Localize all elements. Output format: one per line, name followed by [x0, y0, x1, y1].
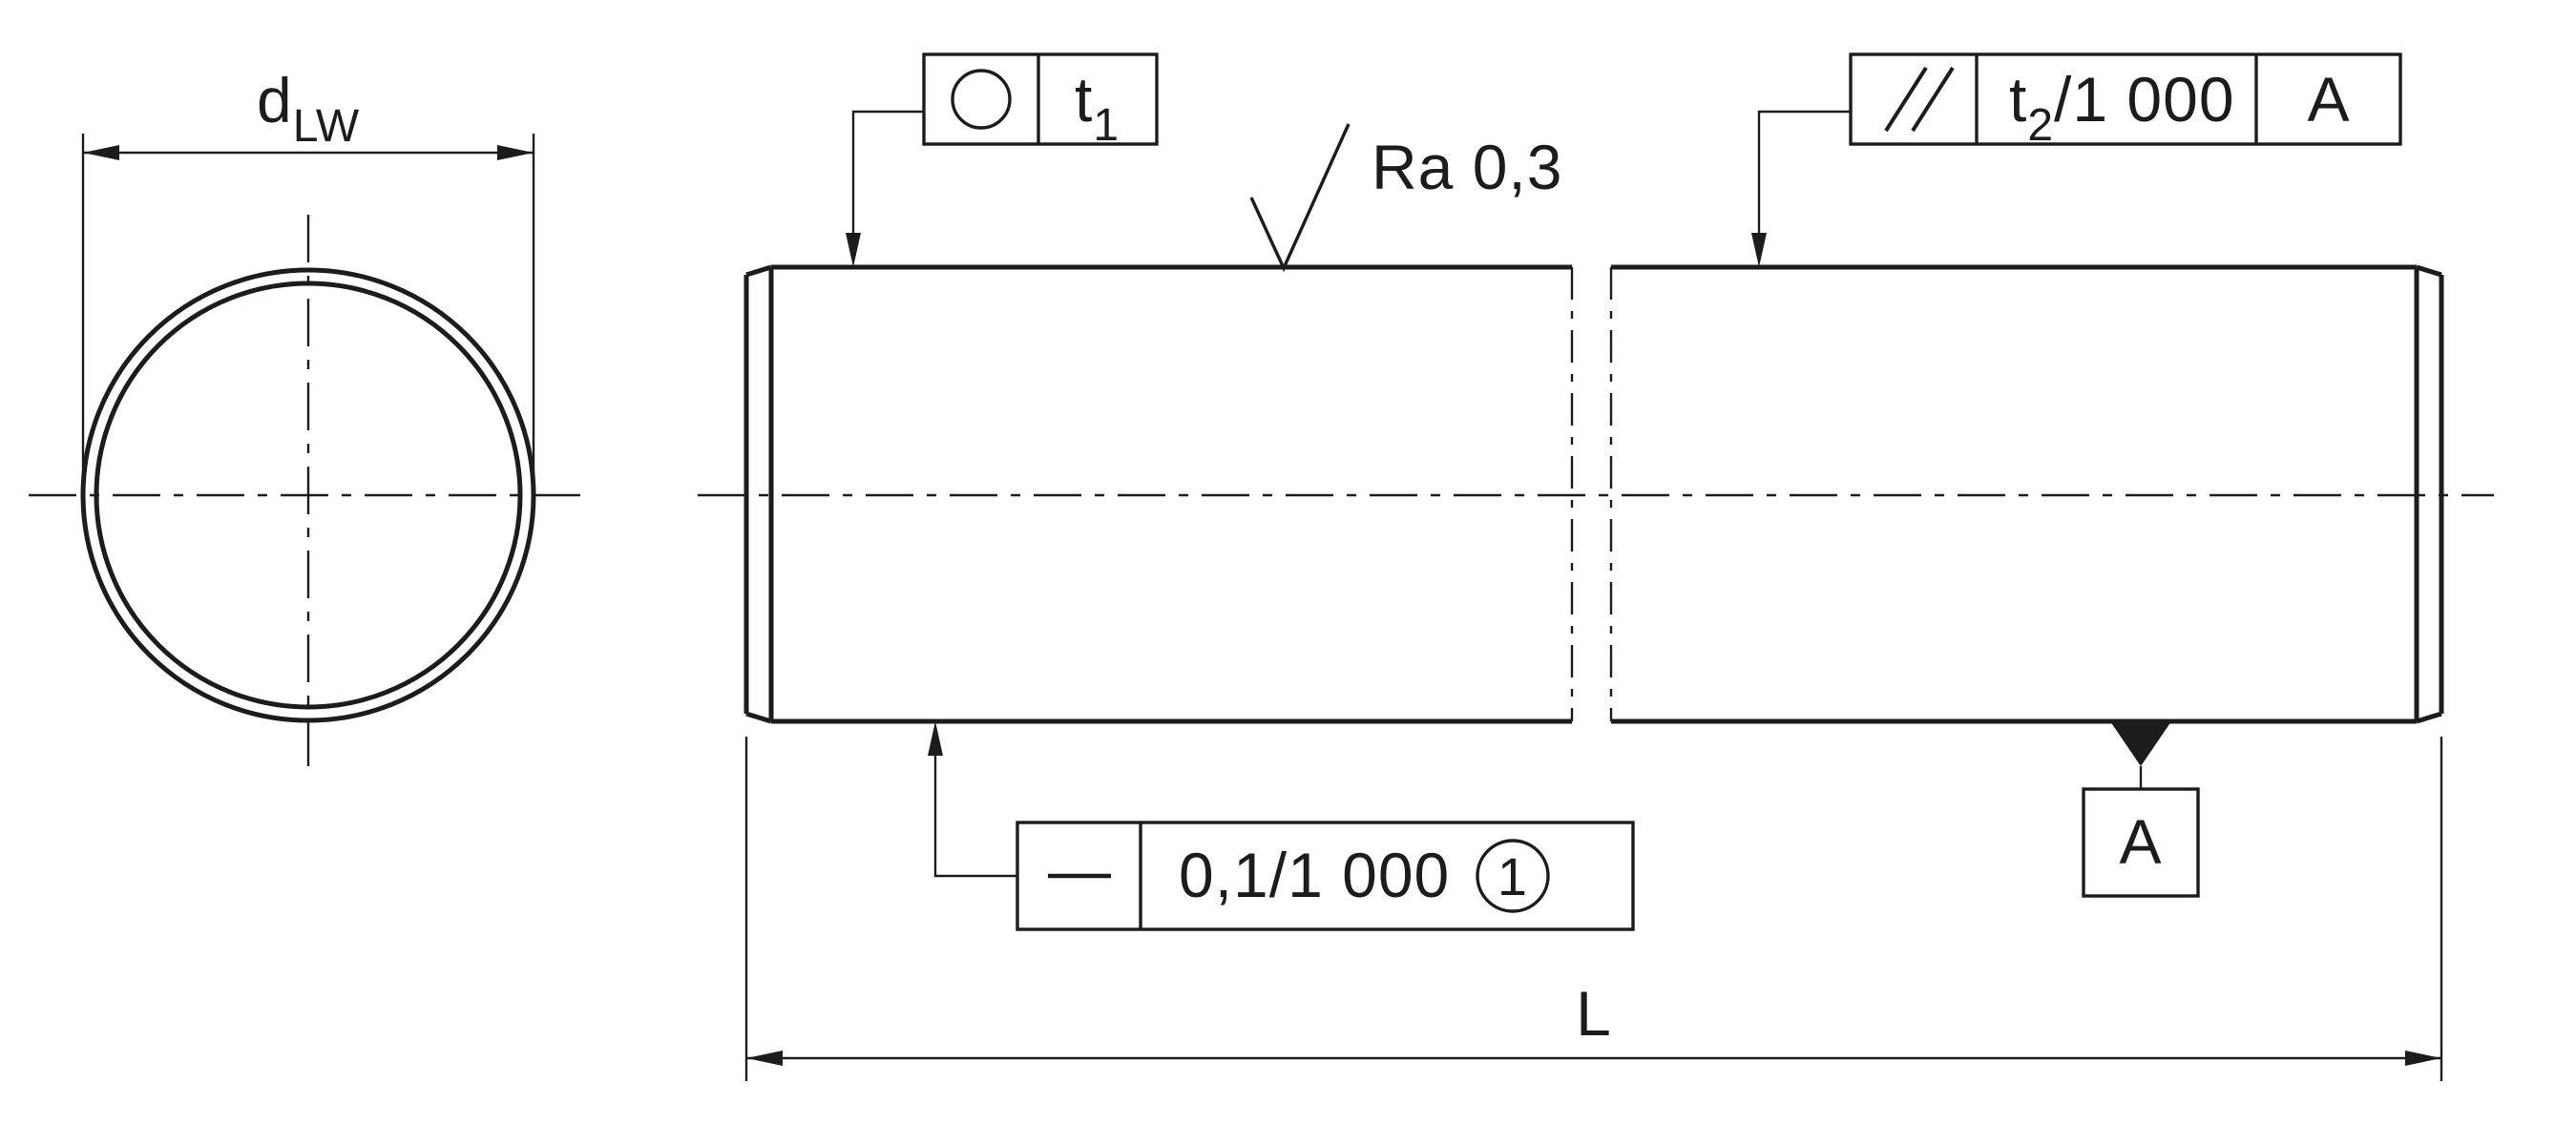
- frame-box: [1016, 821, 1635, 931]
- right-chamfer-top: [2416, 264, 2442, 278]
- left-chamfer-top: [745, 264, 772, 278]
- straightness-frame: 0,1/1 000 1: [928, 721, 1635, 931]
- end-view: dLW: [29, 65, 592, 778]
- datum-label: A: [2119, 806, 2162, 877]
- arrowhead-right-icon: [497, 145, 534, 160]
- leader-line: [933, 750, 1017, 878]
- leader-arrowhead-icon: [928, 721, 943, 756]
- straightness-value: 0,1/1 000: [1179, 840, 1450, 910]
- side-view: Ra 0,3 A L: [698, 123, 2494, 1081]
- roughness-callout: Ra 0,3: [1249, 123, 1562, 273]
- leader-line: [1757, 110, 1851, 240]
- parallelism-frame: t2/1 000 A: [1751, 52, 2402, 267]
- length-label: L: [1576, 978, 1612, 1049]
- parallelism-tolerance: t2/1 000: [2009, 64, 2235, 151]
- datum-reference: A: [2307, 64, 2350, 135]
- arrowhead-left-icon: [83, 145, 119, 160]
- circularity-frame: t1: [846, 52, 1159, 267]
- length-dimension: L: [744, 737, 2443, 1081]
- roughness-icon: [1249, 123, 1351, 273]
- frame-box: [1849, 52, 2402, 146]
- leader-line: [851, 110, 924, 240]
- leader-arrowhead-icon: [846, 233, 861, 267]
- datum-flag: A: [2082, 721, 2200, 898]
- datum-box: [2082, 787, 2200, 898]
- datum-triangle-icon: [2110, 721, 2171, 766]
- leader-arrowhead-icon: [1751, 233, 1767, 267]
- note-number: 1: [1497, 846, 1528, 906]
- arrowhead-left-icon: [746, 1051, 783, 1066]
- note-circle: [1476, 839, 1550, 913]
- arrowhead-right-icon: [2405, 1051, 2441, 1066]
- diameter-dimension: dLW: [81, 65, 535, 477]
- left-chamfer-bottom: [745, 711, 772, 724]
- right-chamfer-bottom: [2416, 711, 2442, 724]
- frame-box: [922, 52, 1159, 146]
- roughness-label: Ra 0,3: [1372, 132, 1562, 202]
- diameter-label: dLW: [257, 65, 360, 152]
- circularity-icon: [951, 69, 1012, 130]
- parallelism-icon: [1884, 66, 1955, 133]
- circularity-tolerance: t1: [1075, 64, 1120, 151]
